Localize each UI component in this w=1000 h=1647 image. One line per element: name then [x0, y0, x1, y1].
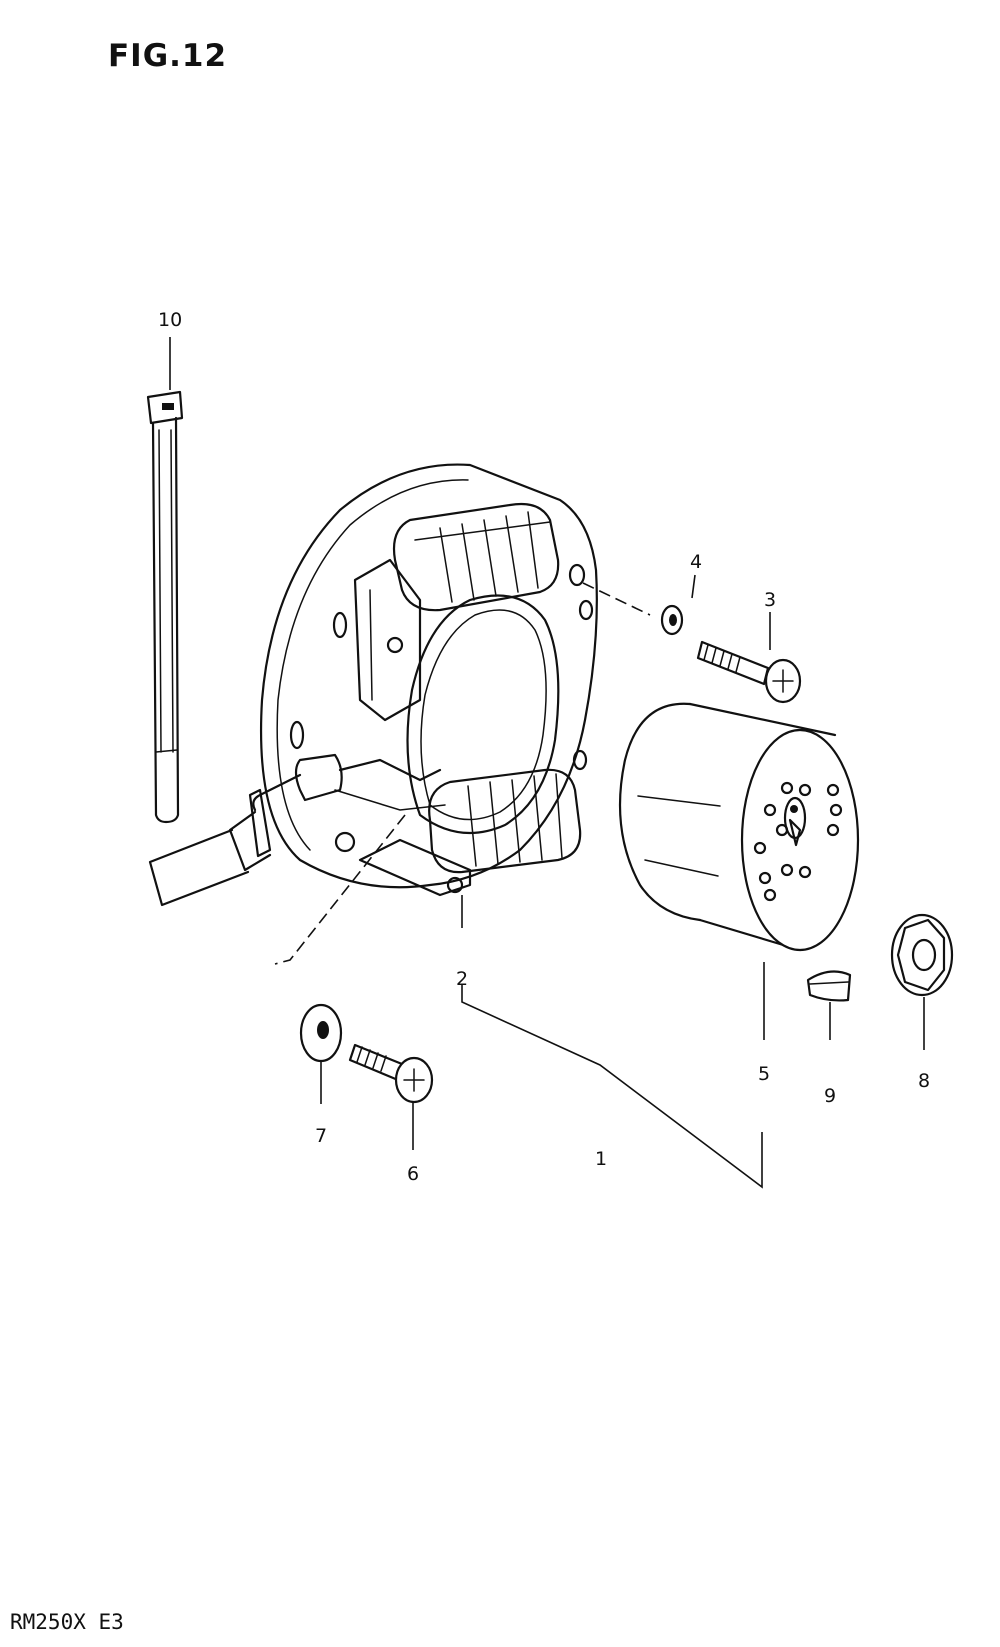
alignment-line-4 [582, 582, 651, 616]
assembly-bracket-1 [461, 985, 763, 1189]
cable-tie-icon [146, 390, 184, 824]
model-code-footer: RM250X E3 [10, 1610, 124, 1634]
screw-icon [348, 1043, 434, 1104]
callout-10: 10 [158, 309, 182, 331]
callout-5: 5 [758, 1063, 770, 1085]
callout-4: 4 [690, 551, 702, 573]
callout-2: 2 [456, 968, 468, 990]
callout-1: 1 [595, 1148, 607, 1170]
callout-8: 8 [918, 1070, 930, 1092]
leader-4 [691, 574, 696, 599]
figure-title: FIG.12 [108, 38, 228, 74]
washer-icon [660, 604, 684, 636]
woodruff-key-icon [806, 970, 852, 1002]
callout-3: 3 [764, 589, 776, 611]
washer-icon [299, 1003, 343, 1063]
callout-9: 9 [824, 1085, 836, 1107]
screw-icon [696, 640, 802, 704]
rotor-flywheel-icon [618, 702, 860, 952]
callout-7: 7 [315, 1125, 327, 1147]
callout-6: 6 [407, 1163, 419, 1185]
alignment-line-7 [274, 814, 406, 965]
flange-nut-icon [890, 913, 954, 997]
stator-plate-icon [148, 463, 598, 907]
